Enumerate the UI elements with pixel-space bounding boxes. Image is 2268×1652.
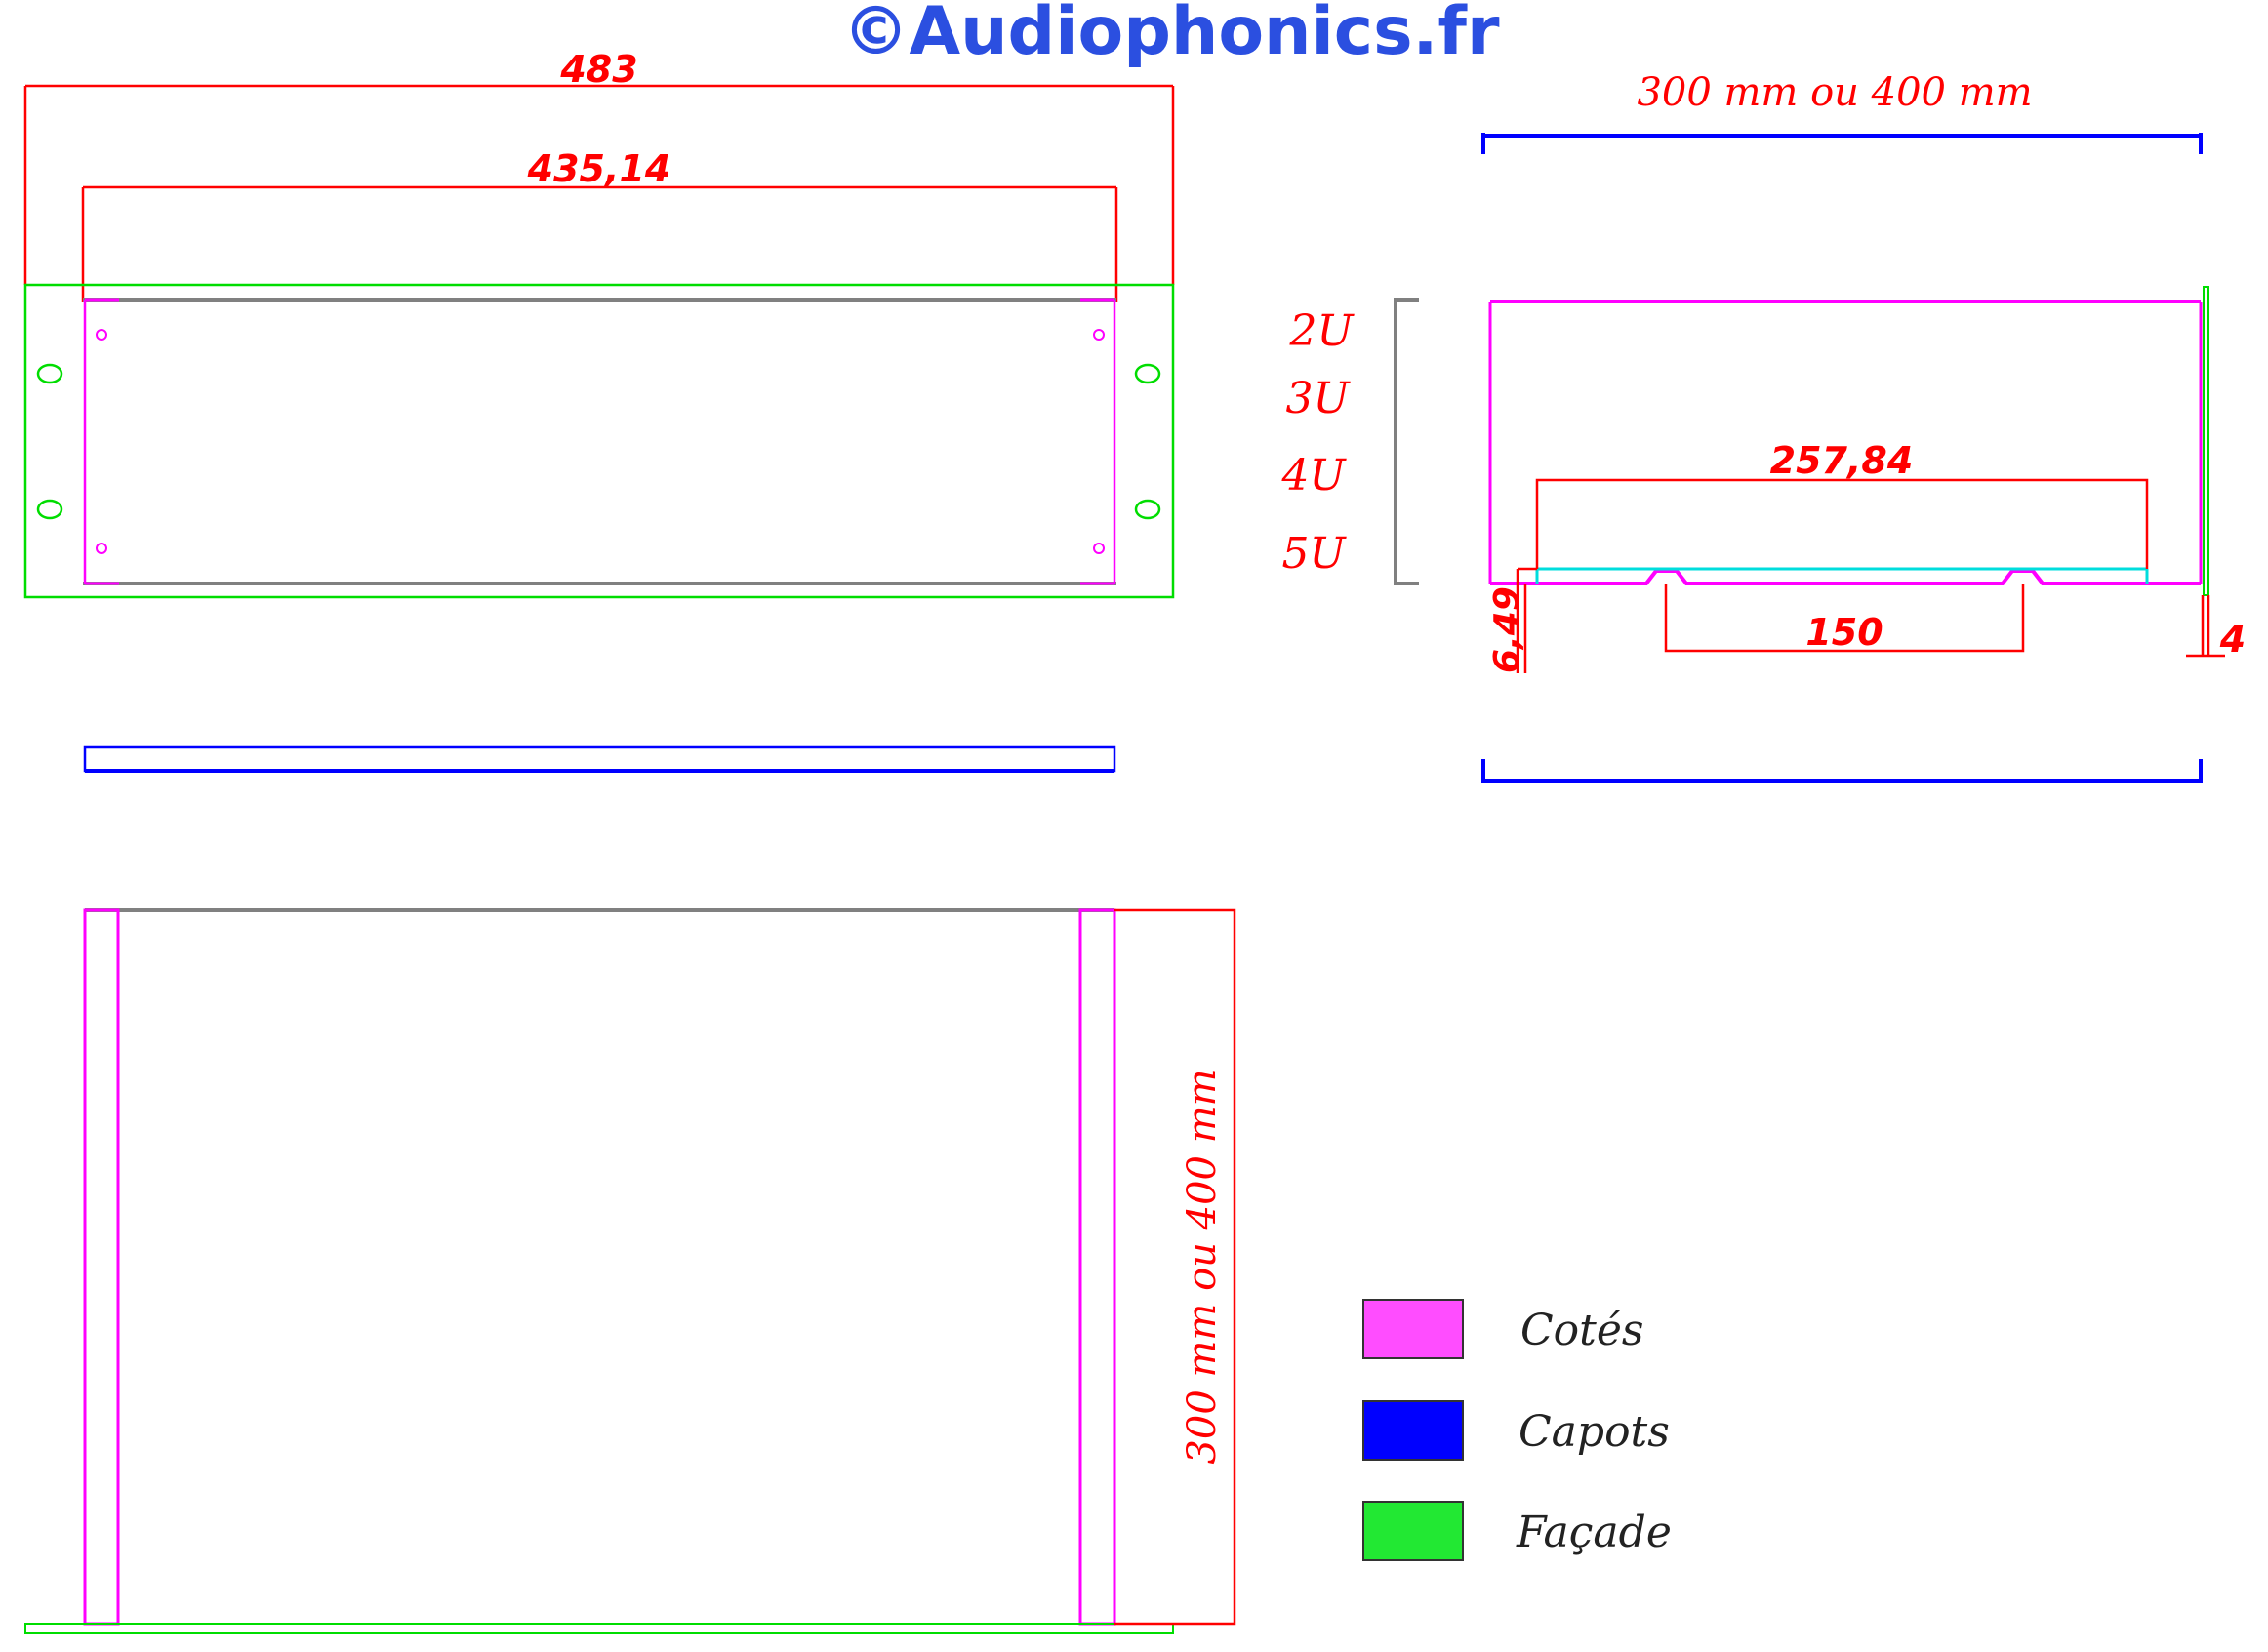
- legend-label-covers: Capots: [1519, 1407, 1670, 1457]
- side-panel-bottom-edge: [1490, 569, 2201, 585]
- height-5u-label: 5U: [1281, 529, 1347, 579]
- mounting-hole-bottom-right: [1134, 499, 1161, 520]
- rail-offset-label: 6,49: [1487, 586, 1527, 673]
- top-cover-bracket: [1481, 133, 2203, 154]
- front-thickness-dimension-line: [2186, 595, 2225, 658]
- slot-spacing-label: 150: [1805, 611, 1883, 654]
- side-depth-label: 300 mm ou 400 mm: [1637, 70, 2032, 115]
- overall-width-label: 483: [559, 48, 637, 91]
- legend-swatch-sides: [1362, 1299, 1464, 1359]
- mounting-hole-top-right: [1134, 363, 1161, 384]
- top-view-depth-label: 300 mm ou 400 mm: [1180, 1068, 1225, 1464]
- height-bracket: [1394, 298, 1419, 585]
- slot-spacing-dimension-line: [1664, 584, 2025, 653]
- mounting-hole-top-left: [36, 363, 63, 384]
- height-2u-label: 2U: [1288, 306, 1355, 356]
- legend-label-sides: Cotés: [1520, 1306, 1643, 1355]
- bottom-cover-bracket: [1481, 759, 2203, 783]
- rail-offset-dimension-line: [1516, 567, 1537, 673]
- front-panel: [23, 283, 1175, 599]
- rail-length-label: 257,84: [1770, 439, 1914, 482]
- cover-profile: [83, 745, 1116, 773]
- top-view-left-side: [83, 908, 120, 1626]
- inner-width-label: 435,14: [527, 147, 671, 190]
- height-4u-label: 4U: [1280, 451, 1347, 501]
- height-3u-label: 3U: [1285, 374, 1351, 423]
- screw-bottom-right: [1093, 543, 1105, 554]
- front-view: 483 435,14: [23, 48, 1175, 599]
- screw-top-right: [1093, 329, 1105, 341]
- top-view-depth-dimension-line: [1114, 908, 1236, 1626]
- side-front-panel: [2203, 286, 2209, 596]
- top-view-right-side: [1078, 908, 1116, 1626]
- front-thickness-label: 4: [2219, 618, 2246, 661]
- screw-bottom-left: [96, 543, 107, 554]
- mounting-hole-bottom-left: [36, 499, 63, 520]
- top-view: 300 mm ou 400 mm: [24, 908, 1236, 1634]
- legend: Cotés Capots Façade: [1362, 1299, 1672, 1561]
- legend-swatch-covers: [1362, 1400, 1464, 1461]
- screw-top-left: [96, 329, 107, 341]
- side-view: 300 mm ou 400 mm 2U 3U 4U 5U 2: [1280, 70, 2246, 783]
- legend-label-front: Façade: [1516, 1508, 1672, 1557]
- legend-swatch-front: [1362, 1501, 1464, 1561]
- top-view-front-panel: [24, 1623, 1174, 1634]
- rail-length-dimension-line: [1535, 478, 2149, 569]
- watermark: ©Audiophonics.fr: [843, 0, 1500, 70]
